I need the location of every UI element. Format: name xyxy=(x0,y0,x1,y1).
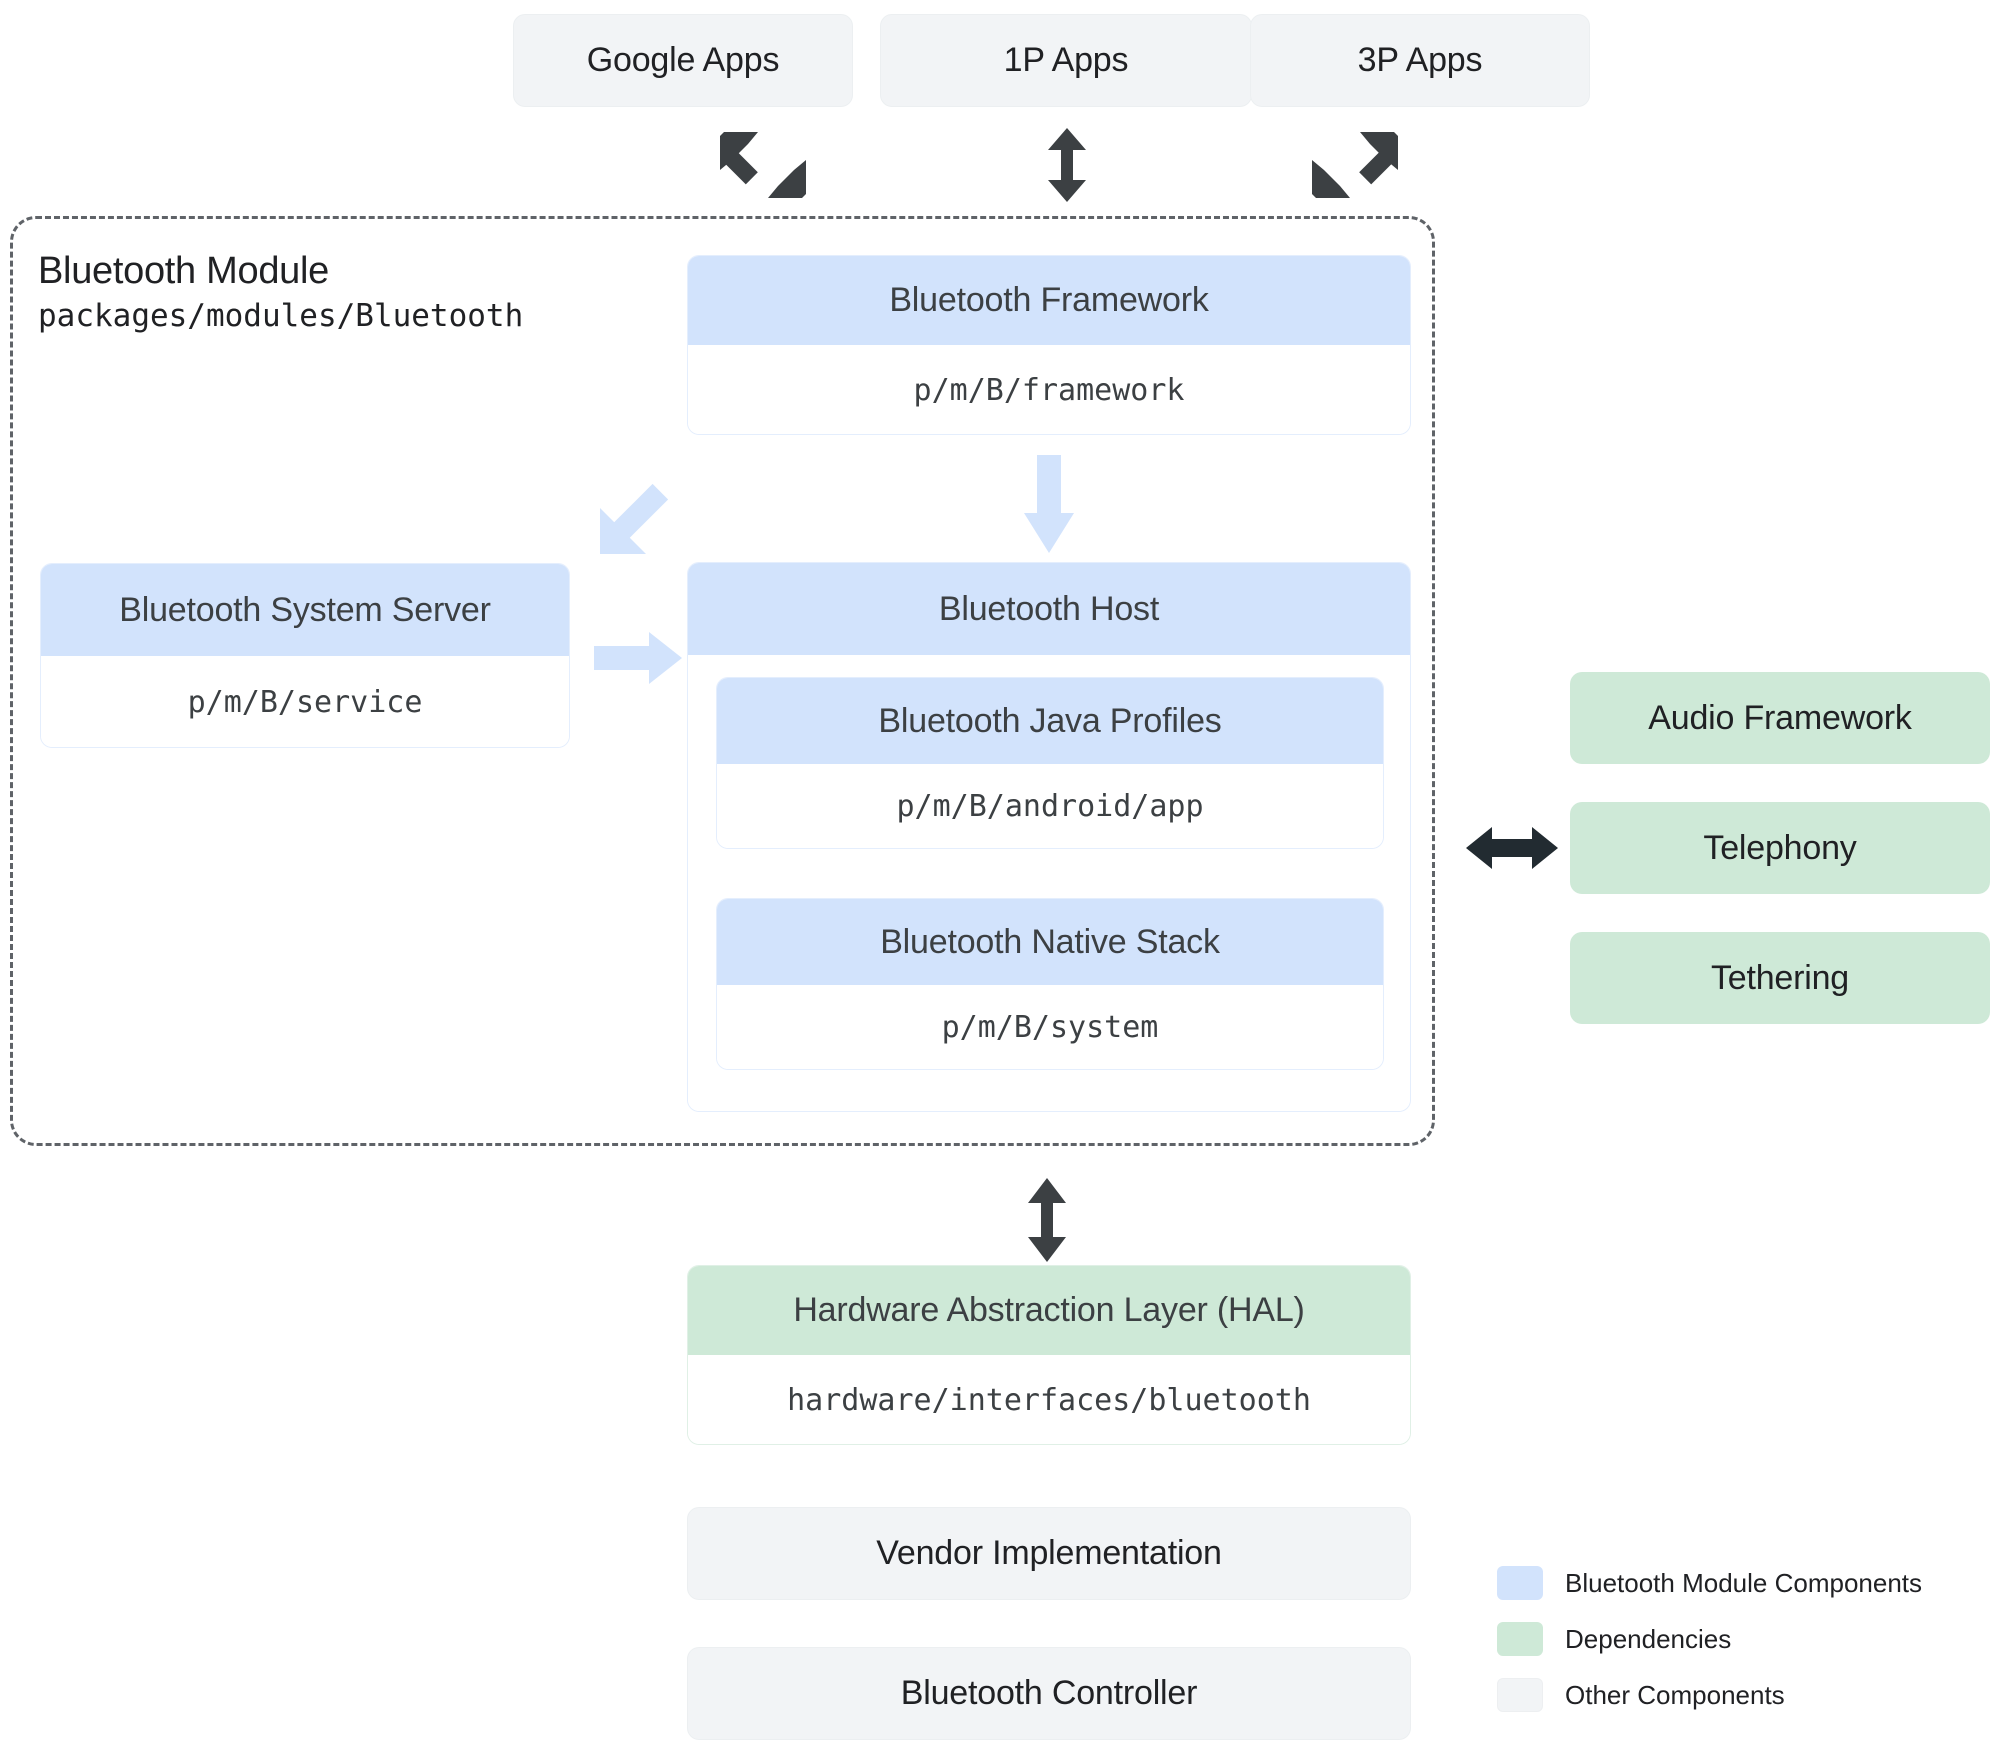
tethering-label: Tethering xyxy=(1710,958,1850,997)
hal-path: hardware/interfaces/bluetooth xyxy=(688,1355,1410,1444)
vendor-implementation-label: Vendor Implementation xyxy=(876,1534,1222,1572)
3p-apps-to-module-arrow xyxy=(1312,132,1398,198)
hal-card[interactable]: Hardware Abstraction Layer (HAL) hardwar… xyxy=(687,1265,1411,1445)
system-server-to-host-arrow xyxy=(594,632,682,684)
legend-swatch-other xyxy=(1497,1678,1543,1712)
module-path: packages/modules/Bluetooth xyxy=(38,298,524,334)
bluetooth-host-body: Bluetooth Java Profiles p/m/B/android/ap… xyxy=(688,655,1410,1111)
legend: Bluetooth Module Components Dependencies… xyxy=(1497,1555,1922,1723)
bluetooth-native-stack-title: Bluetooth Native Stack xyxy=(717,899,1383,985)
legend-label-module: Bluetooth Module Components xyxy=(1565,1567,1923,1598)
google-apps-label: Google Apps xyxy=(586,41,780,79)
audio-framework-box[interactable]: Audio Framework xyxy=(1570,672,1990,764)
3p-apps-box[interactable]: 3P Apps xyxy=(1250,14,1590,107)
telephony-box[interactable]: Telephony xyxy=(1570,802,1990,894)
bluetooth-host-title: Bluetooth Host xyxy=(688,563,1410,655)
1p-apps-box[interactable]: 1P Apps xyxy=(880,14,1252,107)
bluetooth-native-stack-card[interactable]: Bluetooth Native Stack p/m/B/system xyxy=(716,898,1384,1070)
bluetooth-java-profiles-title: Bluetooth Java Profiles xyxy=(717,678,1383,764)
google-apps-box[interactable]: Google Apps xyxy=(513,14,853,107)
module-title: Bluetooth Module xyxy=(38,250,329,292)
bluetooth-system-server-title: Bluetooth System Server xyxy=(41,564,569,656)
bluetooth-java-profiles-path: p/m/B/android/app xyxy=(717,764,1383,848)
host-to-dependencies-arrow xyxy=(1466,827,1558,869)
bluetooth-java-profiles-card[interactable]: Bluetooth Java Profiles p/m/B/android/ap… xyxy=(716,677,1384,849)
bluetooth-framework-title: Bluetooth Framework xyxy=(688,256,1410,345)
legend-item-dependencies: Dependencies xyxy=(1497,1611,1922,1667)
legend-label-other: Other Components xyxy=(1565,1679,1785,1710)
bluetooth-native-stack-path: p/m/B/system xyxy=(717,985,1383,1069)
legend-swatch-module xyxy=(1497,1566,1543,1600)
bluetooth-framework-path: p/m/B/framework xyxy=(688,345,1410,434)
framework-to-host-arrow xyxy=(1024,455,1074,553)
google-apps-to-module-arrow xyxy=(720,132,806,198)
bluetooth-controller-box[interactable]: Bluetooth Controller xyxy=(687,1647,1411,1740)
1p-apps-to-framework-arrow xyxy=(1048,128,1086,202)
legend-item-module: Bluetooth Module Components xyxy=(1497,1555,1922,1611)
1p-apps-label: 1P Apps xyxy=(1003,41,1129,79)
bluetooth-system-server-card[interactable]: Bluetooth System Server p/m/B/service xyxy=(40,563,570,748)
bluetooth-controller-label: Bluetooth Controller xyxy=(900,1674,1198,1712)
hal-title: Hardware Abstraction Layer (HAL) xyxy=(688,1266,1410,1355)
bluetooth-host-card[interactable]: Bluetooth Host Bluetooth Java Profiles p… xyxy=(687,562,1411,1112)
legend-swatch-dependencies xyxy=(1497,1622,1543,1656)
legend-item-other: Other Components xyxy=(1497,1667,1922,1723)
telephony-label: Telephony xyxy=(1703,828,1857,867)
module-to-hal-arrow xyxy=(1028,1178,1066,1262)
bluetooth-module-container xyxy=(10,216,1435,1146)
bluetooth-system-server-path: p/m/B/service xyxy=(41,656,569,747)
framework-to-system-server-arrow xyxy=(600,483,669,554)
3p-apps-label: 3P Apps xyxy=(1357,41,1483,79)
audio-framework-label: Audio Framework xyxy=(1648,698,1912,737)
tethering-box[interactable]: Tethering xyxy=(1570,932,1990,1024)
vendor-implementation-box[interactable]: Vendor Implementation xyxy=(687,1507,1411,1600)
bluetooth-framework-card[interactable]: Bluetooth Framework p/m/B/framework xyxy=(687,255,1411,435)
legend-label-dependencies: Dependencies xyxy=(1565,1623,1732,1654)
